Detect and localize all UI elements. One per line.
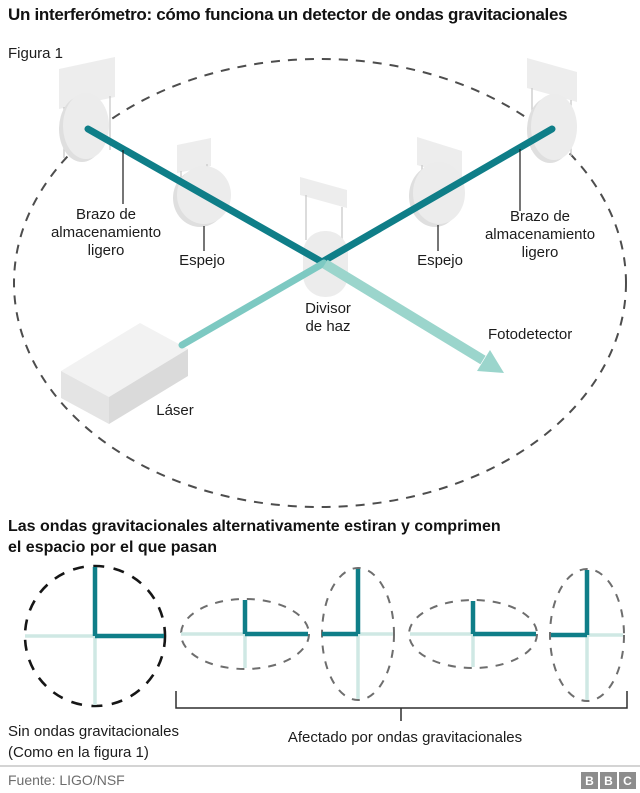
boundary-dashed-ellipse	[13, 58, 627, 508]
caption-no-waves: Sin ondas gravitacionales (Como en la fi…	[8, 723, 179, 761]
mirror-espejo-left	[173, 138, 231, 227]
label-mirror-left: Espejo	[179, 252, 225, 269]
bbc-logo-block: B	[581, 772, 598, 789]
bbc-logo: B B C	[581, 772, 636, 789]
label-photodetector: Fotodetector	[488, 326, 573, 343]
shape-ellipse-wide-2	[408, 599, 538, 669]
label-beam-splitter: Divisor de haz	[305, 300, 351, 335]
beam-to-photodetector	[322, 259, 486, 365]
section2-heading: Las ondas gravitacionales alternativamen…	[8, 518, 501, 556]
shape-ellipse-tall-2	[549, 568, 625, 702]
figure1-label: Figura 1	[8, 45, 64, 62]
beam-from-laser	[178, 259, 328, 349]
bbc-logo-block: B	[600, 772, 617, 789]
interferometer-diagram	[13, 57, 627, 508]
label-storage-arm-left: Brazo de almacenamiento ligero	[50, 206, 162, 259]
photodetector-arrow-icon	[477, 350, 504, 373]
shape-ellipse-tall-1	[321, 567, 395, 701]
mirror-top-right	[527, 58, 577, 163]
shape-ellipse-wide-1	[180, 598, 310, 670]
laser-box	[61, 323, 188, 424]
source-credit: Fuente: LIGO/NSF	[8, 772, 125, 788]
shape-circle-no-wave	[23, 564, 167, 708]
label-mirror-right: Espejo	[417, 252, 463, 269]
mirror-top-left	[59, 57, 115, 162]
beam-right-arm	[318, 125, 556, 266]
wave-effect-row	[23, 564, 628, 721]
label-storage-arm-right: Brazo de almacenamiento ligero	[484, 208, 596, 261]
bbc-logo-block: C	[619, 772, 636, 789]
caption-affected: Afectado por ondas gravitacionales	[287, 729, 523, 746]
laser-beams	[84, 125, 556, 373]
pointer-lines	[122, 149, 521, 251]
label-laser: Láser	[156, 402, 194, 419]
page-title: Un interferómetro: cómo funciona un dete…	[8, 5, 568, 24]
beam-left-arm	[84, 125, 326, 266]
affected-bracket	[175, 691, 628, 721]
